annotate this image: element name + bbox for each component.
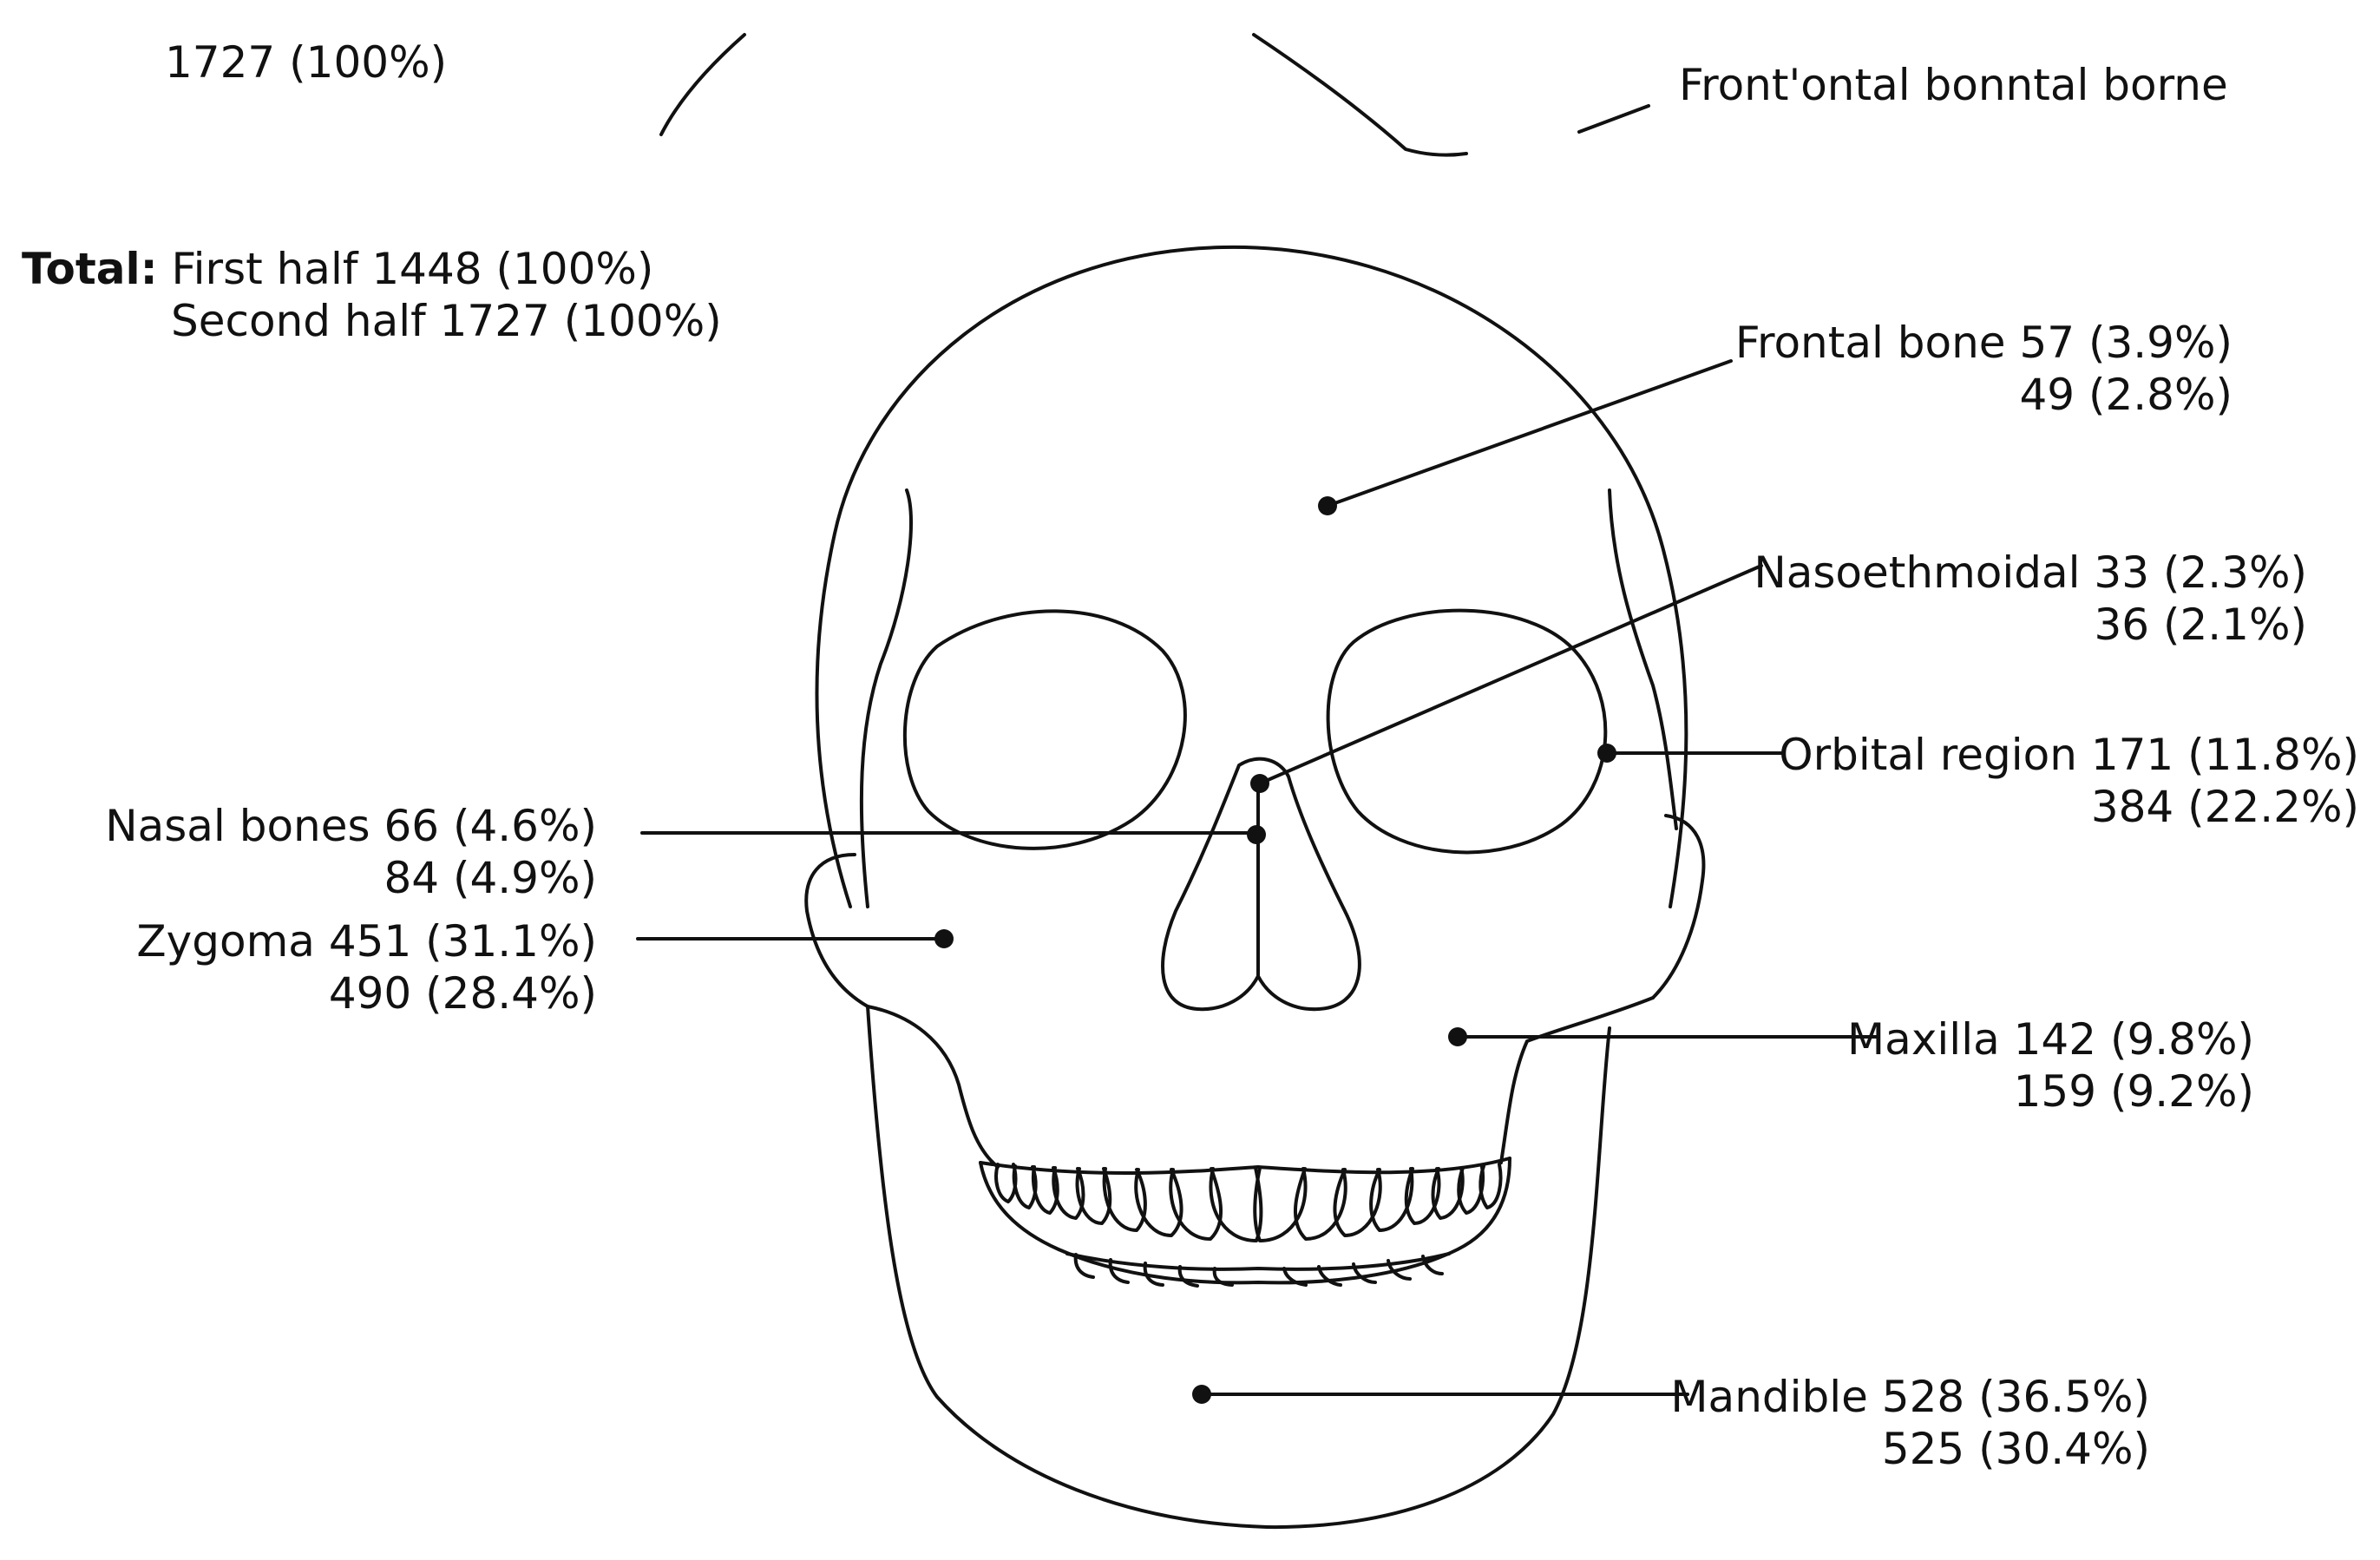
- orbital-region-second-half: 384 (22.2%): [2090, 782, 2359, 832]
- total-label: Total:: [22, 244, 158, 294]
- cheek-right: [1499, 996, 1655, 1164]
- orbital-region-first-half: Orbital region 171 (11.8%): [1779, 730, 2359, 780]
- mandible-second-half: 525 (30.4%): [1881, 1424, 2150, 1474]
- label-nasal-bones: Nasal bones 66 (4.6%) 84 (4.9%): [105, 800, 597, 904]
- top-fragment-left: [659, 33, 746, 136]
- leader-frontal-bone: [1326, 359, 1733, 508]
- maxilla-first-half: Maxilla 142 (9.8%): [1847, 1014, 2254, 1065]
- zygoma-first-half: Zygoma 451 (31.1%): [136, 916, 597, 967]
- cheek-left: [866, 1005, 1000, 1169]
- nasal-bones-first-half: Nasal bones 66 (4.6%): [105, 801, 597, 851]
- label-maxilla: Maxilla 142 (9.8%) 159 (9.2%): [1847, 1013, 2254, 1118]
- label-frontal-bone: Frontal bone 57 (3.9%) 49 (2.8%): [1735, 317, 2232, 421]
- temple-line-left: [859, 488, 914, 908]
- cranium-outline: [815, 245, 1688, 908]
- top-right-label: Front'ontal bonntal borne: [1679, 59, 2228, 111]
- ear-right: [1651, 814, 1706, 1000]
- nasoethmoidal-first-half: Nasoethmoidal 33 (2.3%): [1754, 547, 2307, 598]
- eye-socket-right: [1326, 608, 1608, 855]
- total-block: Total: First half 1448 (100%) Second hal…: [22, 243, 722, 347]
- upper-teeth-line: [979, 1157, 1511, 1175]
- zygoma-second-half: 490 (28.4%): [328, 968, 597, 1019]
- jaw-outline: [866, 1005, 1611, 1530]
- temple-line-right: [1608, 488, 1678, 830]
- label-zygoma: Zygoma 451 (31.1%) 490 (28.4%): [136, 915, 597, 1019]
- marker-mandible: [1192, 1385, 1211, 1404]
- frontal-bone-first-half: Frontal bone 57 (3.9%): [1734, 318, 2232, 368]
- total-first-half: First half 1448 (100%): [171, 244, 654, 294]
- marker-nasal-bones: [1247, 825, 1266, 844]
- top-left-value: 1727 (100%): [165, 36, 447, 88]
- nasal-bones-second-half: 84 (4.9%): [384, 853, 597, 903]
- marker-maxilla: [1448, 1027, 1467, 1046]
- maxilla-second-half: 159 (9.2%): [2013, 1066, 2254, 1117]
- top-left-value-text: 1727 (100%): [165, 37, 448, 88]
- teeth-lower: [1073, 1253, 1444, 1288]
- ear-left: [804, 853, 869, 1008]
- marker-frontal-bone: [1318, 496, 1337, 515]
- teeth-upper: [994, 1163, 1503, 1242]
- eye-socket-left: [902, 609, 1187, 850]
- label-orbital-region: Orbital region 171 (11.8%) 384 (22.2%): [1779, 729, 2359, 833]
- top-fragment-right: [1252, 33, 1468, 157]
- marker-nasoethmoidal: [1250, 774, 1269, 793]
- nasoethmoidal-second-half: 36 (2.1%): [2094, 600, 2307, 650]
- frontal-bone-second-half: 49 (2.8%): [2019, 370, 2232, 420]
- mandible-first-half: Mandible 528 (36.5%): [1670, 1372, 2150, 1422]
- top-fragment-tick: [1577, 104, 1650, 134]
- marker-orbital-region: [1597, 744, 1616, 763]
- teeth-outline: [979, 1157, 1511, 1285]
- lower-teeth-line: [1065, 1252, 1451, 1271]
- label-mandible: Mandible 528 (36.5%) 525 (30.4%): [1670, 1371, 2150, 1475]
- top-right-label-text: Front'ontal bonntal borne: [1679, 60, 2228, 110]
- nasal-cavity-outline: [1161, 757, 1361, 1012]
- marker-zygoma: [934, 929, 954, 948]
- leader-nasoethmoidal: [1258, 564, 1763, 785]
- total-second-half: Second half 1727 (100%): [171, 296, 722, 346]
- label-nasoethmoidal: Nasoethmoidal 33 (2.3%) 36 (2.1%): [1754, 547, 2307, 651]
